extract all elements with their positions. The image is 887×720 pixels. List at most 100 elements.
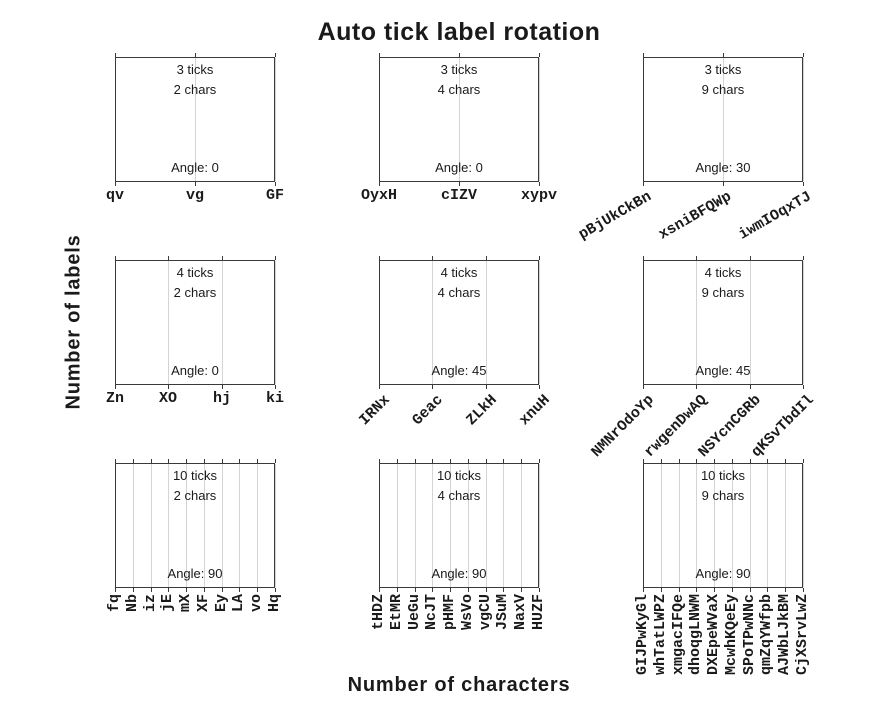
gridline [539, 464, 540, 587]
tick-label: SPoTPwNNc [741, 594, 758, 676]
angle-text: Angle: 45 [695, 363, 751, 378]
gridline [539, 261, 540, 384]
gridline [723, 58, 724, 181]
gridline [275, 58, 276, 181]
tick-mark-bottom [486, 385, 487, 389]
tick-mark-bottom [785, 588, 786, 592]
gridline [397, 464, 398, 587]
tick-label: tHDZ [370, 594, 387, 631]
tick-mark-top [450, 459, 451, 463]
ticks-count-text: 4 ticks [176, 265, 214, 280]
gridline [186, 464, 187, 587]
tick-label: Hq [266, 594, 283, 613]
ticks-count-text: 4 ticks [440, 265, 478, 280]
tick-mark-top [539, 459, 540, 463]
tick-label: LA [230, 594, 247, 613]
gridline [679, 464, 680, 587]
gridline [521, 464, 522, 587]
tick-mark-top [195, 53, 196, 57]
tick-label: WsVo [459, 594, 476, 631]
tick-mark-top [432, 459, 433, 463]
gridline [803, 464, 804, 587]
gridline [151, 464, 152, 587]
tick-mark-top [168, 459, 169, 463]
tick-label: iz [142, 594, 159, 613]
gridline [696, 464, 697, 587]
tick-label: XF [195, 594, 212, 613]
tick-label: iwmIOqxTJ [735, 188, 815, 244]
tick-mark-top [459, 53, 460, 57]
tick-label: AJWbLJkBM [776, 594, 793, 676]
gridline [168, 464, 169, 587]
tick-mark-top [222, 459, 223, 463]
tick-mark-bottom [521, 588, 522, 592]
gridline [257, 464, 258, 587]
tick-label: DXEpeWVaX [705, 594, 722, 676]
tick-mark-bottom [379, 385, 380, 389]
chars-count-text: 4 chars [437, 488, 481, 503]
tick-mark-top [486, 256, 487, 260]
tick-label: vgCU [477, 594, 494, 631]
tick-mark-bottom [397, 588, 398, 592]
gridline [696, 261, 697, 384]
tick-mark-top [204, 459, 205, 463]
tick-mark-top [521, 459, 522, 463]
gridline [732, 464, 733, 587]
tick-mark-top [432, 256, 433, 260]
gridline [767, 464, 768, 587]
gridline [539, 58, 540, 181]
y-axis-label: Number of labels [62, 234, 85, 410]
tick-mark-bottom [151, 588, 152, 592]
tick-mark-top [379, 459, 380, 463]
gridline [714, 464, 715, 587]
tick-label: HUZF [530, 594, 547, 631]
tick-label: Geac [409, 391, 447, 430]
tick-mark-bottom [168, 385, 169, 389]
tick-label: dhoqgLNWM [687, 594, 704, 676]
tick-label: vo [248, 594, 265, 613]
tick-mark-bottom [115, 182, 116, 186]
tick-mark-bottom [696, 385, 697, 389]
gridline [239, 464, 240, 587]
gridline [803, 261, 804, 384]
tick-mark-top [222, 256, 223, 260]
tick-label: OyxH [360, 187, 398, 204]
tick-label: XO [158, 390, 178, 407]
tick-mark-bottom [696, 588, 697, 592]
gridline [133, 464, 134, 587]
tick-mark-top [186, 459, 187, 463]
gridline [450, 464, 451, 587]
ticks-count-text: 10 ticks [700, 468, 746, 483]
tick-label: IRNx [356, 391, 394, 430]
tick-label: Zn [105, 390, 125, 407]
tick-mark-top [750, 256, 751, 260]
tick-mark-top [732, 459, 733, 463]
tick-mark-top [503, 459, 504, 463]
tick-mark-top [539, 53, 540, 57]
tick-mark-bottom [432, 385, 433, 389]
tick-mark-bottom [133, 588, 134, 592]
angle-text: Angle: 45 [431, 363, 487, 378]
tick-mark-bottom [643, 588, 644, 592]
tick-mark-bottom [661, 588, 662, 592]
chars-count-text: 2 chars [173, 82, 217, 97]
tick-mark-top [133, 459, 134, 463]
tick-mark-top [679, 459, 680, 463]
tick-label: xnuH [516, 391, 554, 430]
tick-label: xsniBFQWp [655, 188, 735, 244]
ticks-count-text: 3 ticks [440, 62, 478, 77]
tick-mark-bottom [750, 385, 751, 389]
tick-label: McwhKQeEy [723, 594, 740, 676]
tick-label: Ey [213, 594, 230, 613]
tick-label: JSuM [494, 594, 511, 631]
tick-mark-bottom [379, 182, 380, 186]
tick-mark-top [115, 256, 116, 260]
gridline [432, 261, 433, 384]
tick-mark-top [767, 459, 768, 463]
tick-mark-bottom [732, 588, 733, 592]
gridline [275, 464, 276, 587]
tick-mark-bottom [539, 588, 540, 592]
figure-title: Auto tick label rotation [317, 18, 601, 46]
